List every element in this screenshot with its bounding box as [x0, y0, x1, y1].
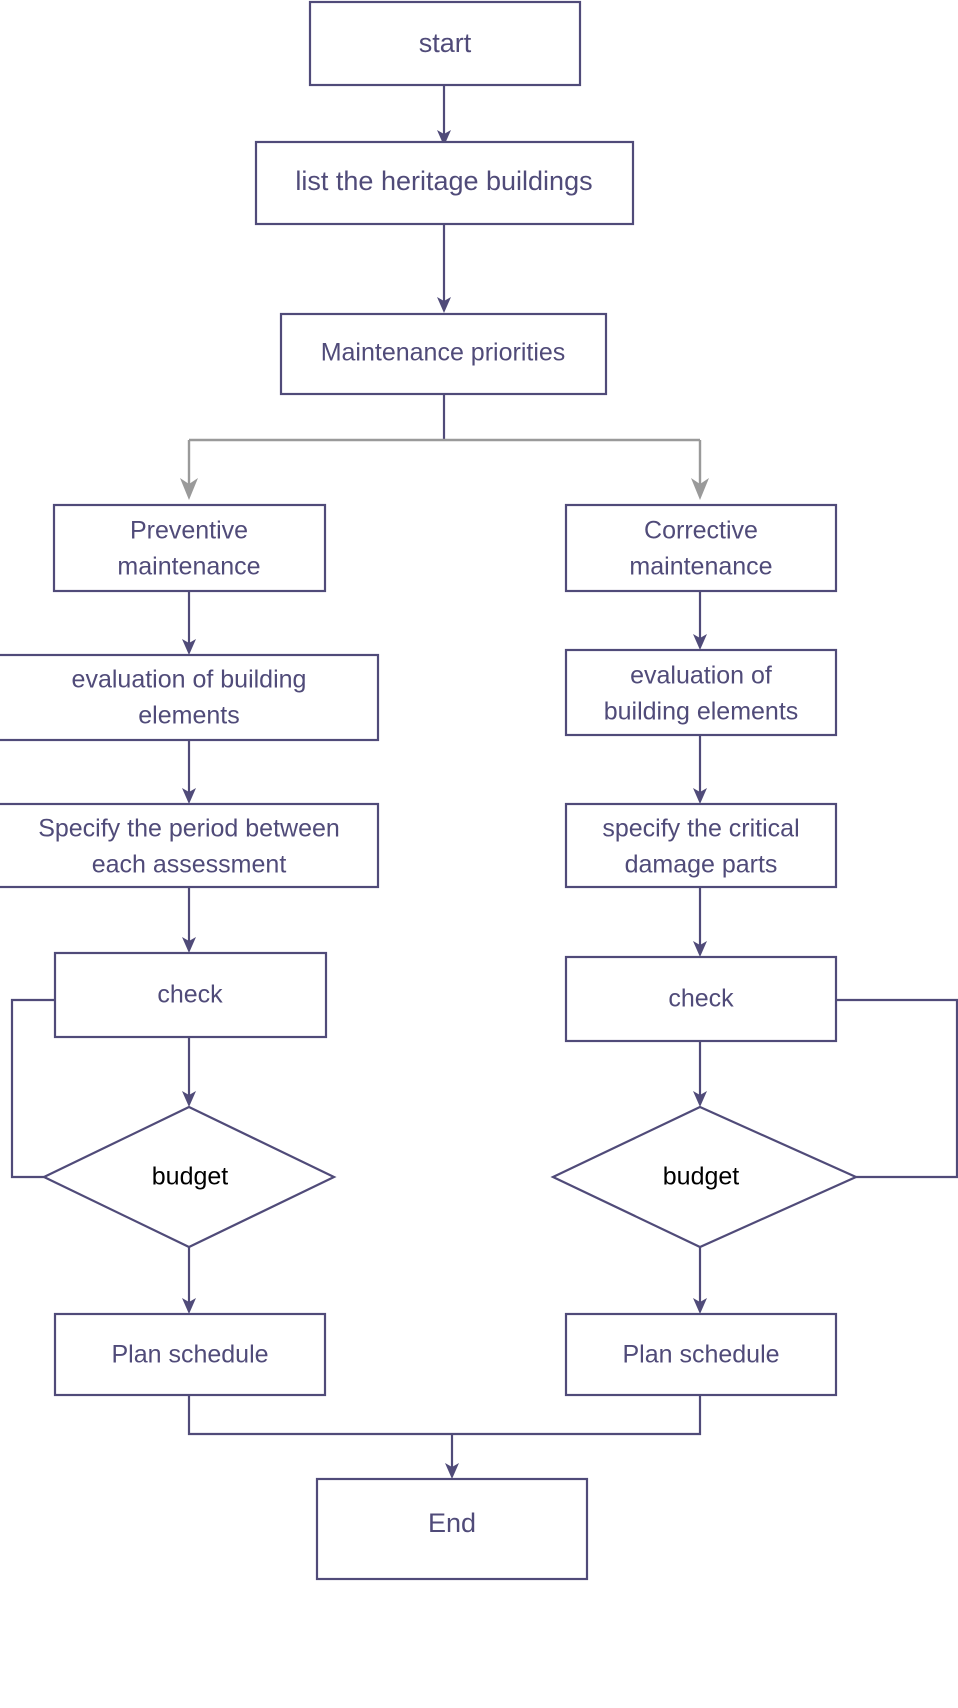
edge-specify-damage-to-check [693, 887, 707, 957]
node-left-evaluation-label-line1: evaluation of building [72, 666, 307, 694]
node-specify-period[interactable]: Specify the period between each assessme… [0, 802, 380, 889]
node-specify-critical-damage-parts[interactable]: specify the critical damage parts [564, 802, 838, 889]
edge-preventive-to-evaluation [182, 591, 196, 655]
edge-right-budget-to-plan [693, 1247, 707, 1314]
node-left-plan-schedule[interactable]: Plan schedule [53, 1312, 327, 1397]
node-left-evaluation-label-line2: elements [138, 702, 239, 730]
node-corrective-maintenance[interactable]: Corrective maintenance [564, 503, 838, 593]
edge-left-budget-to-plan [182, 1247, 196, 1314]
edge-list-to-priorities [437, 224, 451, 313]
node-maintenance-priorities-label: Maintenance priorities [321, 339, 566, 367]
node-right-evaluation-label-line2: building elements [604, 698, 799, 726]
edge-layer [10, 85, 958, 1479]
node-specify-period-label-line1: Specify the period between [38, 815, 340, 843]
edge-priorities-branch [180, 394, 709, 500]
node-left-budget-label: budget [152, 1163, 229, 1191]
node-start[interactable]: start [308, 0, 582, 87]
node-specify-damage-label-line1: specify the critical [602, 815, 799, 843]
node-list-heritage-buildings[interactable]: list the heritage buildings [254, 140, 635, 226]
node-specify-damage-label-line2: damage parts [625, 851, 778, 879]
edge-right-evaluation-to-specify-damage [693, 735, 707, 804]
node-left-plan-schedule-label: Plan schedule [111, 1341, 268, 1369]
edge-merge-to-end [187, 1395, 702, 1479]
edge-right-budget-feedback-loop [836, 998, 958, 1179]
node-right-evaluation-of-building-elements[interactable]: evaluation of building elements [564, 648, 838, 737]
node-right-plan-schedule-label: Plan schedule [622, 1341, 779, 1369]
node-left-evaluation-of-building-elements[interactable]: evaluation of building elements [0, 653, 380, 742]
edge-left-check-to-budget [182, 1037, 196, 1107]
node-list-heritage-buildings-label: list the heritage buildings [295, 166, 592, 196]
node-end[interactable]: End [315, 1477, 589, 1581]
node-right-plan-schedule[interactable]: Plan schedule [564, 1312, 838, 1397]
node-left-check-label: check [157, 981, 223, 1009]
node-specify-period-label-line2: each assessment [92, 851, 287, 879]
node-right-check[interactable]: check [564, 955, 838, 1043]
edge-left-budget-feedback-loop [10, 998, 55, 1179]
node-corrective-maintenance-label-line1: Corrective [644, 517, 758, 545]
node-preventive-maintenance-label-line2: maintenance [117, 553, 260, 581]
node-right-budget-decision[interactable]: budget [550, 1105, 859, 1249]
node-preventive-maintenance-label-line1: Preventive [130, 517, 248, 545]
node-preventive-maintenance[interactable]: Preventive maintenance [52, 503, 327, 593]
edge-evaluation-to-specify-period [182, 740, 196, 804]
node-left-check[interactable]: check [53, 951, 328, 1039]
node-right-budget-label: budget [663, 1163, 740, 1191]
node-end-label: End [428, 1508, 476, 1538]
edge-start-to-list [437, 85, 451, 146]
edge-right-check-to-budget [693, 1042, 707, 1107]
edge-specify-period-to-check [182, 887, 196, 953]
edge-corrective-to-evaluation [693, 591, 707, 650]
node-start-label: start [419, 28, 472, 58]
node-corrective-maintenance-label-line2: maintenance [629, 553, 772, 581]
node-left-budget-decision[interactable]: budget [41, 1105, 337, 1249]
node-right-evaluation-label-line1: evaluation of [630, 662, 772, 690]
node-right-check-label: check [668, 985, 734, 1013]
node-maintenance-priorities[interactable]: Maintenance priorities [279, 312, 608, 396]
